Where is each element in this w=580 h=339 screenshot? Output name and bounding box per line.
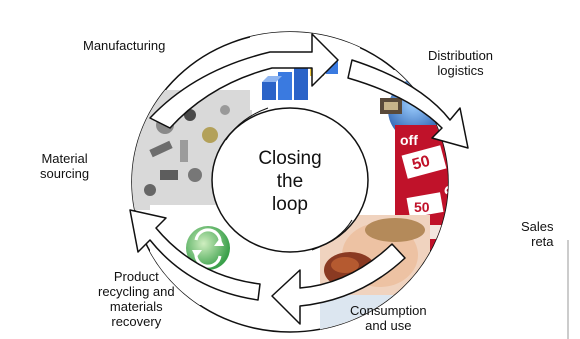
label-sales-line1: Sales (521, 219, 554, 234)
sign-50-text-b: 50 (414, 199, 430, 215)
sign-off-text: off (400, 132, 418, 148)
label-consumption-line1: Consumption (350, 303, 427, 318)
label-recycling: Product recycling and materials recovery (98, 269, 175, 329)
label-distribution-line1: Distribution (428, 48, 494, 63)
label-sales: Sales reta (521, 219, 554, 249)
center-circle (211, 107, 369, 253)
label-distribution-line2: logistics (437, 63, 484, 78)
factory-blocks-icon (250, 32, 360, 110)
label-sourcing: Material sourcing (40, 151, 89, 181)
arrow-consumption (271, 243, 406, 325)
label-recycling-line2: recycling and (98, 284, 175, 299)
sign-20pct-text: 20% (440, 159, 471, 200)
label-sourcing-line2: sourcing (40, 166, 90, 181)
center-title-line2: the (277, 171, 303, 192)
center-title-line1: Closing (258, 148, 321, 169)
label-consumption-line2: and use (365, 318, 412, 333)
label-consumption: Consumption and use (350, 303, 427, 333)
label-distribution: Distribution logistics (428, 48, 493, 78)
label-manufacturing: Manufacturing (83, 38, 166, 53)
label-sales-line2: reta (531, 234, 554, 249)
arrow-recycling (129, 209, 261, 301)
arrow-manufacturing (149, 33, 339, 129)
label-recycling-line3: materials (109, 299, 163, 314)
label-recycling-line4: recovery (111, 314, 162, 329)
sign-50-text-a: 50 (410, 153, 432, 174)
label-recycling-line1: Product (113, 269, 159, 284)
center-title-line3: loop (272, 194, 308, 215)
label-sourcing-line1: Material (41, 151, 88, 166)
arrow-distribution (347, 59, 469, 149)
